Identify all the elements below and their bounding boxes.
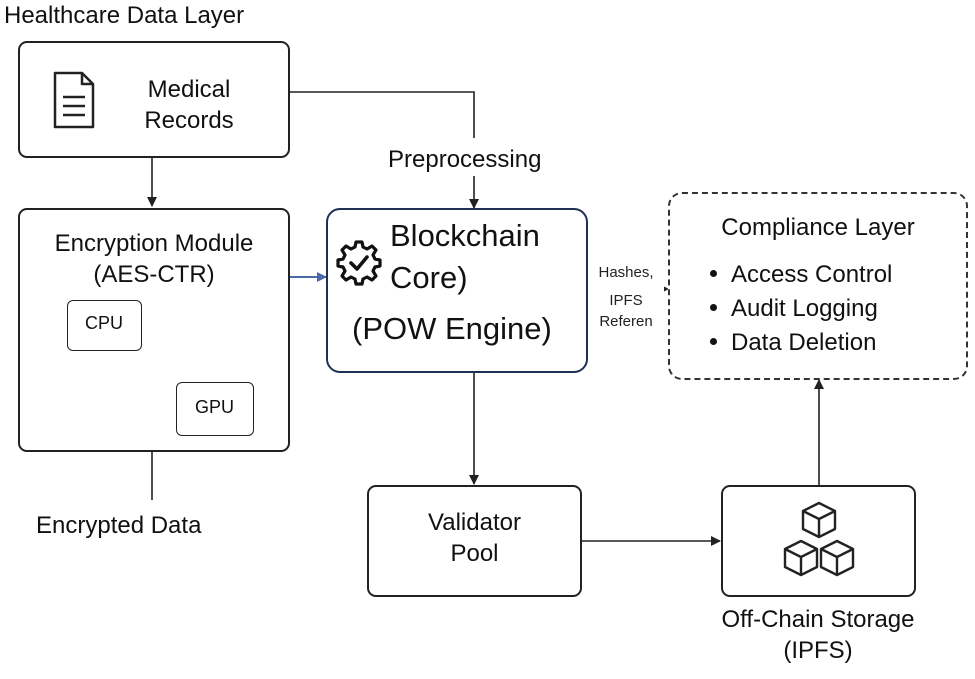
diagram-title: Healthcare Data Layer [4, 2, 245, 29]
compliance-item-label: Access Control [731, 261, 893, 288]
cpu-label: CPU [84, 313, 123, 333]
edge-records-to-preprocessing [290, 91, 475, 138]
encrypted-data-label: Encrypted Data [36, 512, 202, 539]
gpu-label: GPU [194, 397, 234, 417]
medical-records-node: Medical Records [18, 41, 290, 158]
compliance-item-label: Data Deletion [731, 329, 877, 356]
hashes-label-2: IPFS [609, 292, 643, 309]
encryption-module-label: Encryption Module [54, 230, 254, 257]
validator-pool-node: Validator Pool [367, 485, 582, 597]
validator-label-2: Pool [450, 540, 499, 567]
medical-records-label-2: Records [144, 107, 234, 134]
blockchain-core-label-3: (POW Engine) [352, 311, 552, 346]
compliance-item: Data Deletion [710, 326, 892, 360]
encryption-module-node: Encryption Module (AES-CTR) CPU GPU [18, 208, 290, 452]
compliance-layer-node: Compliance Layer Access Control Audit Lo… [668, 192, 968, 380]
compliance-item-label: Audit Logging [731, 295, 878, 322]
hashes-edge-label: Hashes, IPFS Referen [588, 262, 664, 332]
preprocessing-label: Preprocessing [388, 146, 542, 173]
validator-label-1: Validator [428, 509, 521, 536]
compliance-items-list: Access Control Audit Logging Data Deleti… [710, 258, 892, 360]
compliance-item: Audit Logging [710, 292, 892, 326]
off-chain-storage-node [721, 485, 916, 597]
encryption-algorithm-label: (AES-CTR) [93, 261, 215, 288]
hashes-label-3: Referen [599, 313, 653, 330]
ipfs-label: (IPFS) [783, 637, 853, 664]
blockchain-core-label-2: Core) [390, 260, 468, 295]
blockchain-core-node: Blockchain Core) (POW Engine) [326, 208, 588, 373]
cpu-node: CPU [67, 300, 142, 351]
blockchain-core-label-1: Blockchain [390, 218, 540, 253]
compliance-item: Access Control [710, 258, 892, 292]
gear-check-icon [336, 240, 382, 291]
compliance-layer-title: Compliance Layer [721, 214, 915, 241]
medical-records-label-1: Medical [147, 76, 231, 103]
document-icon [52, 71, 96, 134]
hashes-label-1: Hashes, [598, 264, 654, 281]
off-chain-storage-label: Off-Chain Storage [721, 606, 915, 633]
gpu-node: GPU [176, 382, 254, 436]
cubes-icon [771, 499, 867, 592]
